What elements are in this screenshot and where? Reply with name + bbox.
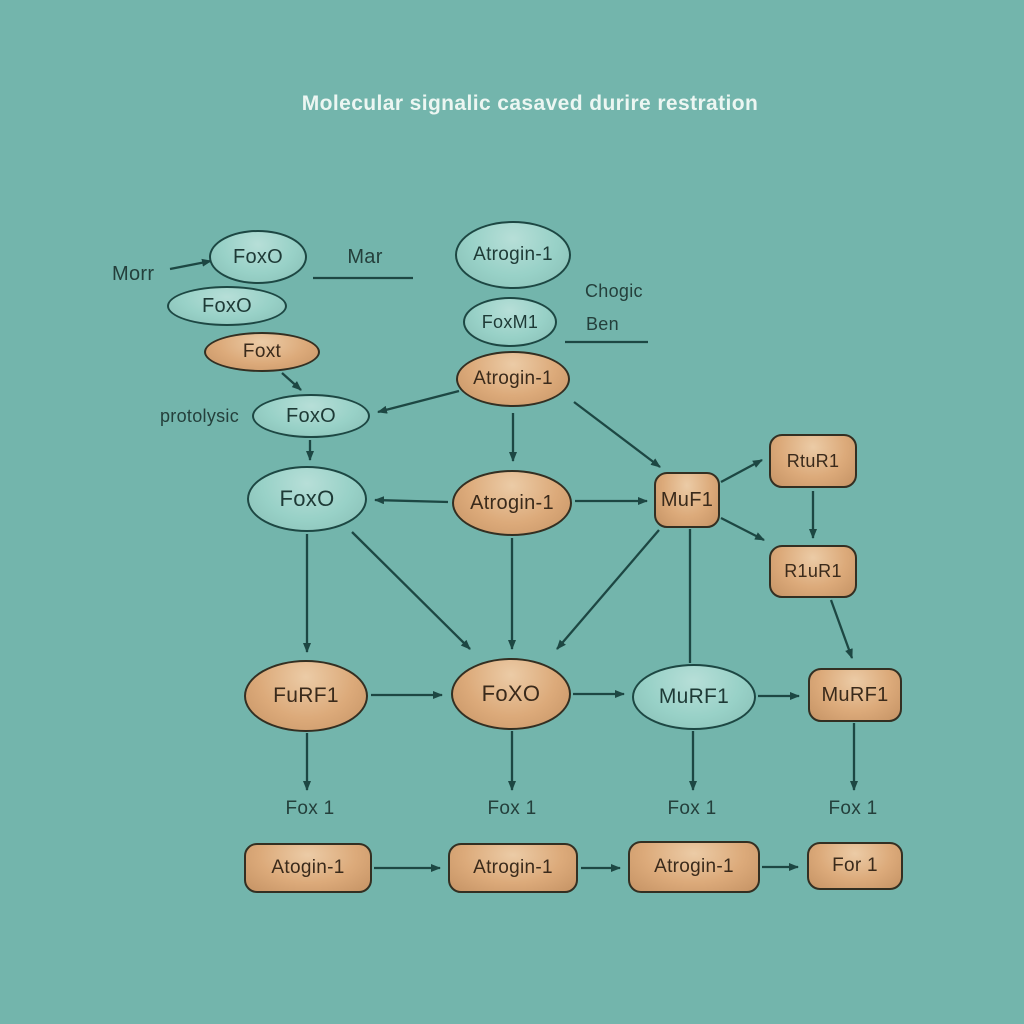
edge-muf1-r1ur1 [720,516,765,542]
node-atrogin-b1: Atogin-1 [244,843,372,893]
diagram-title: Molecular signalic casaved durire restra… [301,92,759,115]
node-for1: For 1 [807,842,903,890]
edge-morr-foxo-top [169,258,212,271]
node-furf1: FuRF1 [244,660,368,732]
node-atrogin-upper: Atrogin-1 [456,351,570,407]
node-foxt: Foxt [204,332,320,372]
label-mar: Mar [347,246,383,268]
label-fox1-d: Fox 1 [828,798,878,819]
node-rtur1: RtuR1 [769,434,857,488]
label-fox1-b: Fox 1 [487,798,537,819]
label-chogic: Chogic [585,281,643,301]
label-morr: Morr [112,263,155,285]
node-atrogin-b3: Atrogin-1 [628,841,760,893]
node-muf1: MuF1 [654,472,720,528]
node-foxo-mid: FoxO [167,286,287,326]
node-foxo-top: FoxO [209,230,307,284]
edge-muf1-rtur1 [720,458,763,484]
node-murf1-tan: MuRF1 [808,668,902,722]
node-foxo-proteolysis: FoxO [252,394,370,438]
edge-foxt-foxo-proteolysis [281,372,302,391]
node-murf1-teal: MuRF1 [632,664,756,730]
node-atrogin-top: Atrogin-1 [455,221,571,289]
node-atrogin-center: Atrogin-1 [452,470,572,536]
edge-atrogin-upper-foxo-proteolysis [377,389,460,414]
edge-r1ur1-murf1-tan [829,599,854,659]
edge-atrogin-upper-muf1 [573,401,661,468]
edge-foxo-center-foxo-lower [351,531,471,650]
label-ben: Ben [586,314,619,334]
node-foxo-center: FoxO [247,466,367,532]
label-fox1-c: Fox 1 [667,798,717,819]
node-atrogin-b2: Atrogin-1 [448,843,578,893]
edge-atrogin-center-foxo-center [374,496,449,505]
node-foxo-lower: FoXO [451,658,571,730]
edge-muf1-foxo-lower [556,529,660,650]
label-fox1-a: Fox 1 [285,798,335,819]
node-foxm1: FoxM1 [463,297,557,347]
node-r1ur1: R1uR1 [769,545,857,598]
label-protolysic: protolysic [160,406,240,426]
